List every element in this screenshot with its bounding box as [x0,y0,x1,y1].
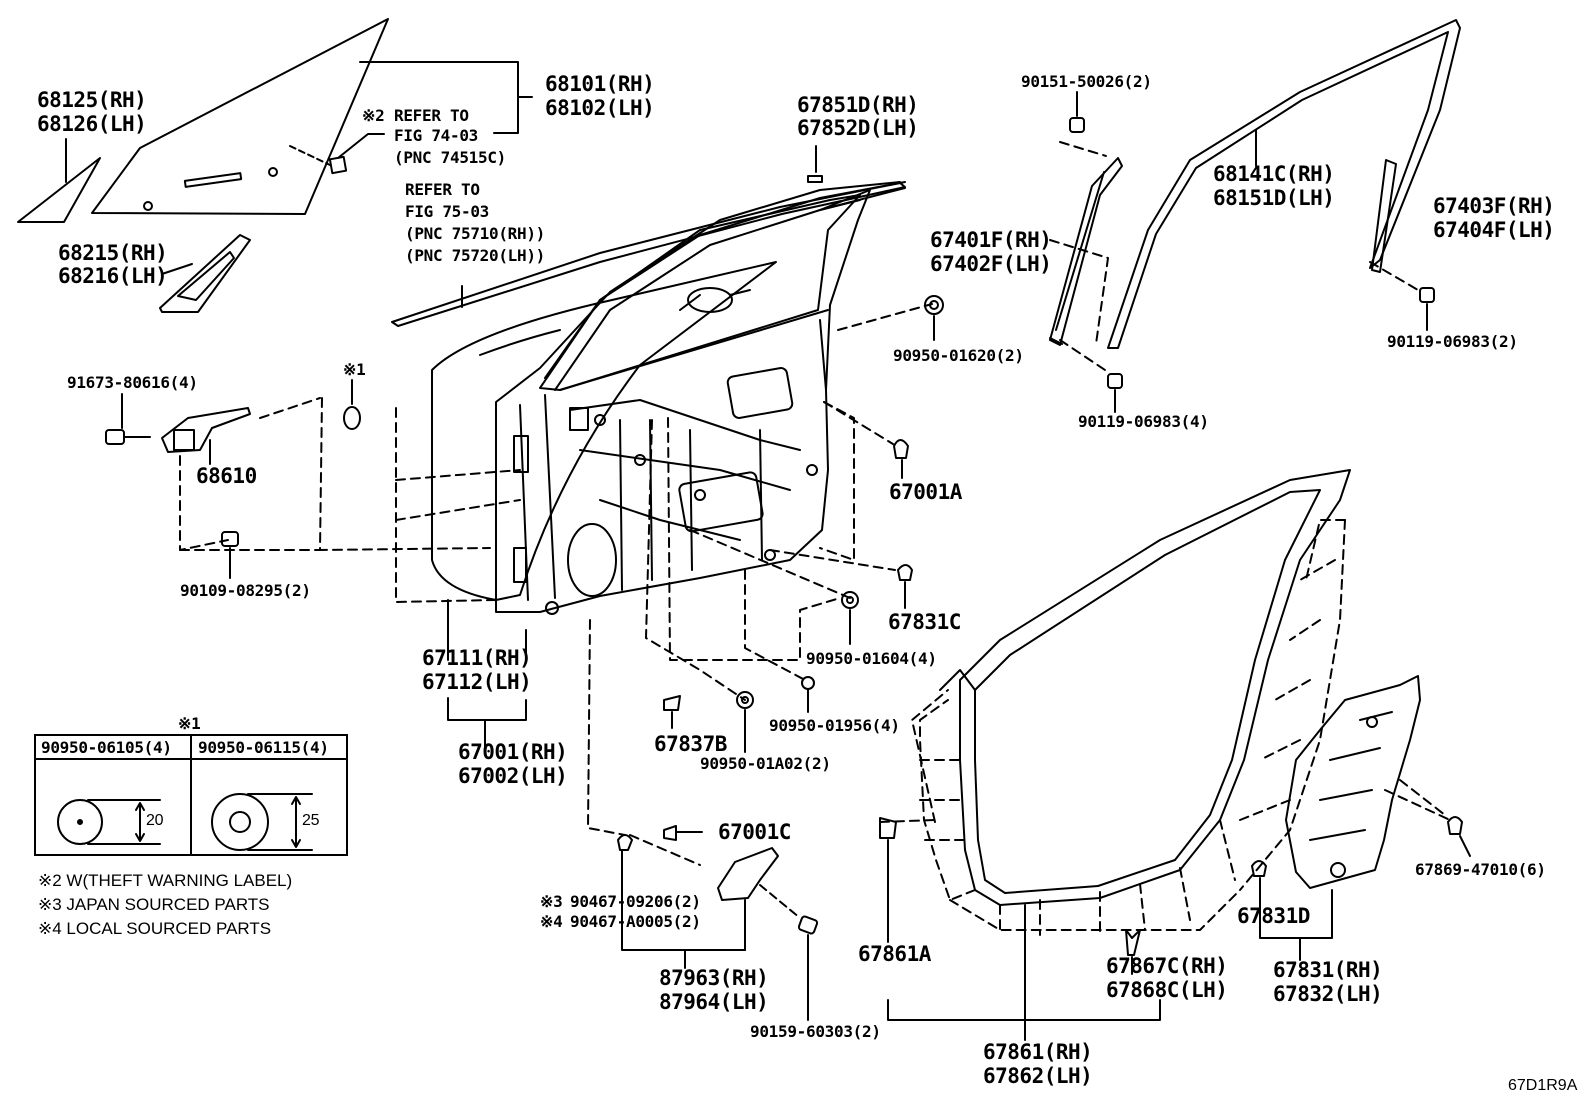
label-90950-01956: 90950-01956(4) [769,716,900,735]
leader-68101 [337,61,533,159]
label-67852D: 67852D(LH) [797,116,919,140]
label-87964: 87964(LH) [659,990,769,1014]
washer-col2-header: 90950-06115(4) [198,738,329,757]
ref75-line2: FIG 75-03 [405,202,489,221]
label-67837B: 67837B [654,732,727,756]
label-67868C: 67868C(LH) [1106,978,1228,1002]
label-67861: 67861(RH) [983,1040,1093,1064]
label-68215: 68215(RH) [58,241,168,265]
label-67861A: 67861A [858,942,931,966]
label-68101: 68101(RH) [545,72,655,96]
dashed-leaders [179,141,1451,866]
label-67001C: 67001C [718,820,791,844]
label-90467-mark3: ※3 [540,892,563,911]
ref75-line1: REFER TO [405,180,480,199]
label-91673: 91673-80616(4) [67,373,198,392]
washer-col1-header: 90950-06105(4) [41,738,172,757]
ref74-mark: ※2 [362,106,385,125]
label-67867C: 67867C(RH) [1106,954,1228,978]
label-68141C: 68141C(RH) [1213,162,1335,186]
ref74-line3: (PNC 74515C) [394,148,506,167]
washer-dim1: 20 [146,812,164,829]
label-67869: 67869-47010(6) [1415,860,1546,879]
fasteners [105,91,1471,1021]
label-90950-01A02: 90950-01A02(2) [700,754,831,773]
note-2: ※2 W(THEFT WARNING LABEL) [38,871,293,890]
washer-drawings [57,793,313,851]
label-90950-01604: 90950-01604(4) [806,649,937,668]
label-67862: 67862(LH) [983,1064,1093,1088]
label-67001: 67001(RH) [458,740,568,764]
ref74-line1: REFER TO [394,106,469,125]
run-channel-67403 [1371,159,1397,273]
label-67831: 67831(RH) [1273,958,1383,982]
label-67403F: 67403F(RH) [1433,194,1555,218]
washer-table-col-rule [190,734,192,856]
label-67831D: 67831D [1237,904,1310,928]
label-90151: 90151-50026(2) [1021,72,1152,91]
label-67002: 67002(LH) [458,764,568,788]
label-90950-01620: 90950-01620(2) [893,346,1024,365]
label-67112: 67112(LH) [422,670,532,694]
label-67831C: 67831C [888,610,961,634]
ref75-line3: (PNC 75710(RH)) [405,224,545,243]
door-outer-panel [431,261,777,601]
label-67851D: 67851D(RH) [797,93,919,117]
note-3: ※3 JAPAN SOURCED PARTS [38,895,270,914]
label-90467-09206: 90467-09206(2) [570,892,701,911]
table-mark: ※1 [178,714,201,733]
label-90467-mark4: ※4 [540,912,563,931]
label-90119-right: 90119-06983(2) [1387,332,1518,351]
label-67402F: 67402F(LH) [930,252,1052,276]
label-90467-A0005: 90467-A0005(2) [570,912,701,931]
label-67401F: 67401F(RH) [930,228,1052,252]
quarter-glass-68125 [17,157,101,223]
label-68610: 68610 [196,464,257,488]
door-glass-68101 [91,18,389,215]
corner-piece-68215 [159,234,251,313]
label-68151D: 68151D(LH) [1213,186,1335,210]
note-4: ※4 LOCAL SOURCED PARTS [38,919,272,938]
label-67404F: 67404F(LH) [1433,218,1555,242]
label-90119-bottom: 90119-06983(4) [1078,412,1209,431]
label-90159: 90159-60303(2) [750,1022,881,1041]
label-67111: 67111(RH) [422,646,532,670]
door-frame-moulding-68141 [1107,19,1461,349]
label-67001A: 67001A [889,480,962,504]
door-inner-panel [495,181,906,615]
run-channel-67401 [1049,157,1123,346]
washer-dim2: 25 [302,812,320,829]
service-hole-cover-67831 [1285,675,1421,889]
weatherstrip-67861 [939,469,1351,906]
label-90109: 90109-08295(2) [180,581,311,600]
ref75-line4: (PNC 75720(LH)) [405,246,545,265]
weatherstrip-dashes [919,519,1346,936]
label-68126: 68126(LH) [37,112,147,136]
label-67832: 67832(LH) [1273,982,1383,1006]
label-mark1: ※1 [343,360,366,379]
label-68216: 68216(LH) [58,264,168,288]
figure-id: 67D1R9A [1508,1077,1578,1094]
window-sash [544,181,906,391]
label-68102: 68102(LH) [545,96,655,120]
ref74-line2: FIG 74-03 [394,126,478,145]
label-68125: 68125(RH) [37,88,147,112]
label-87963: 87963(RH) [659,966,769,990]
